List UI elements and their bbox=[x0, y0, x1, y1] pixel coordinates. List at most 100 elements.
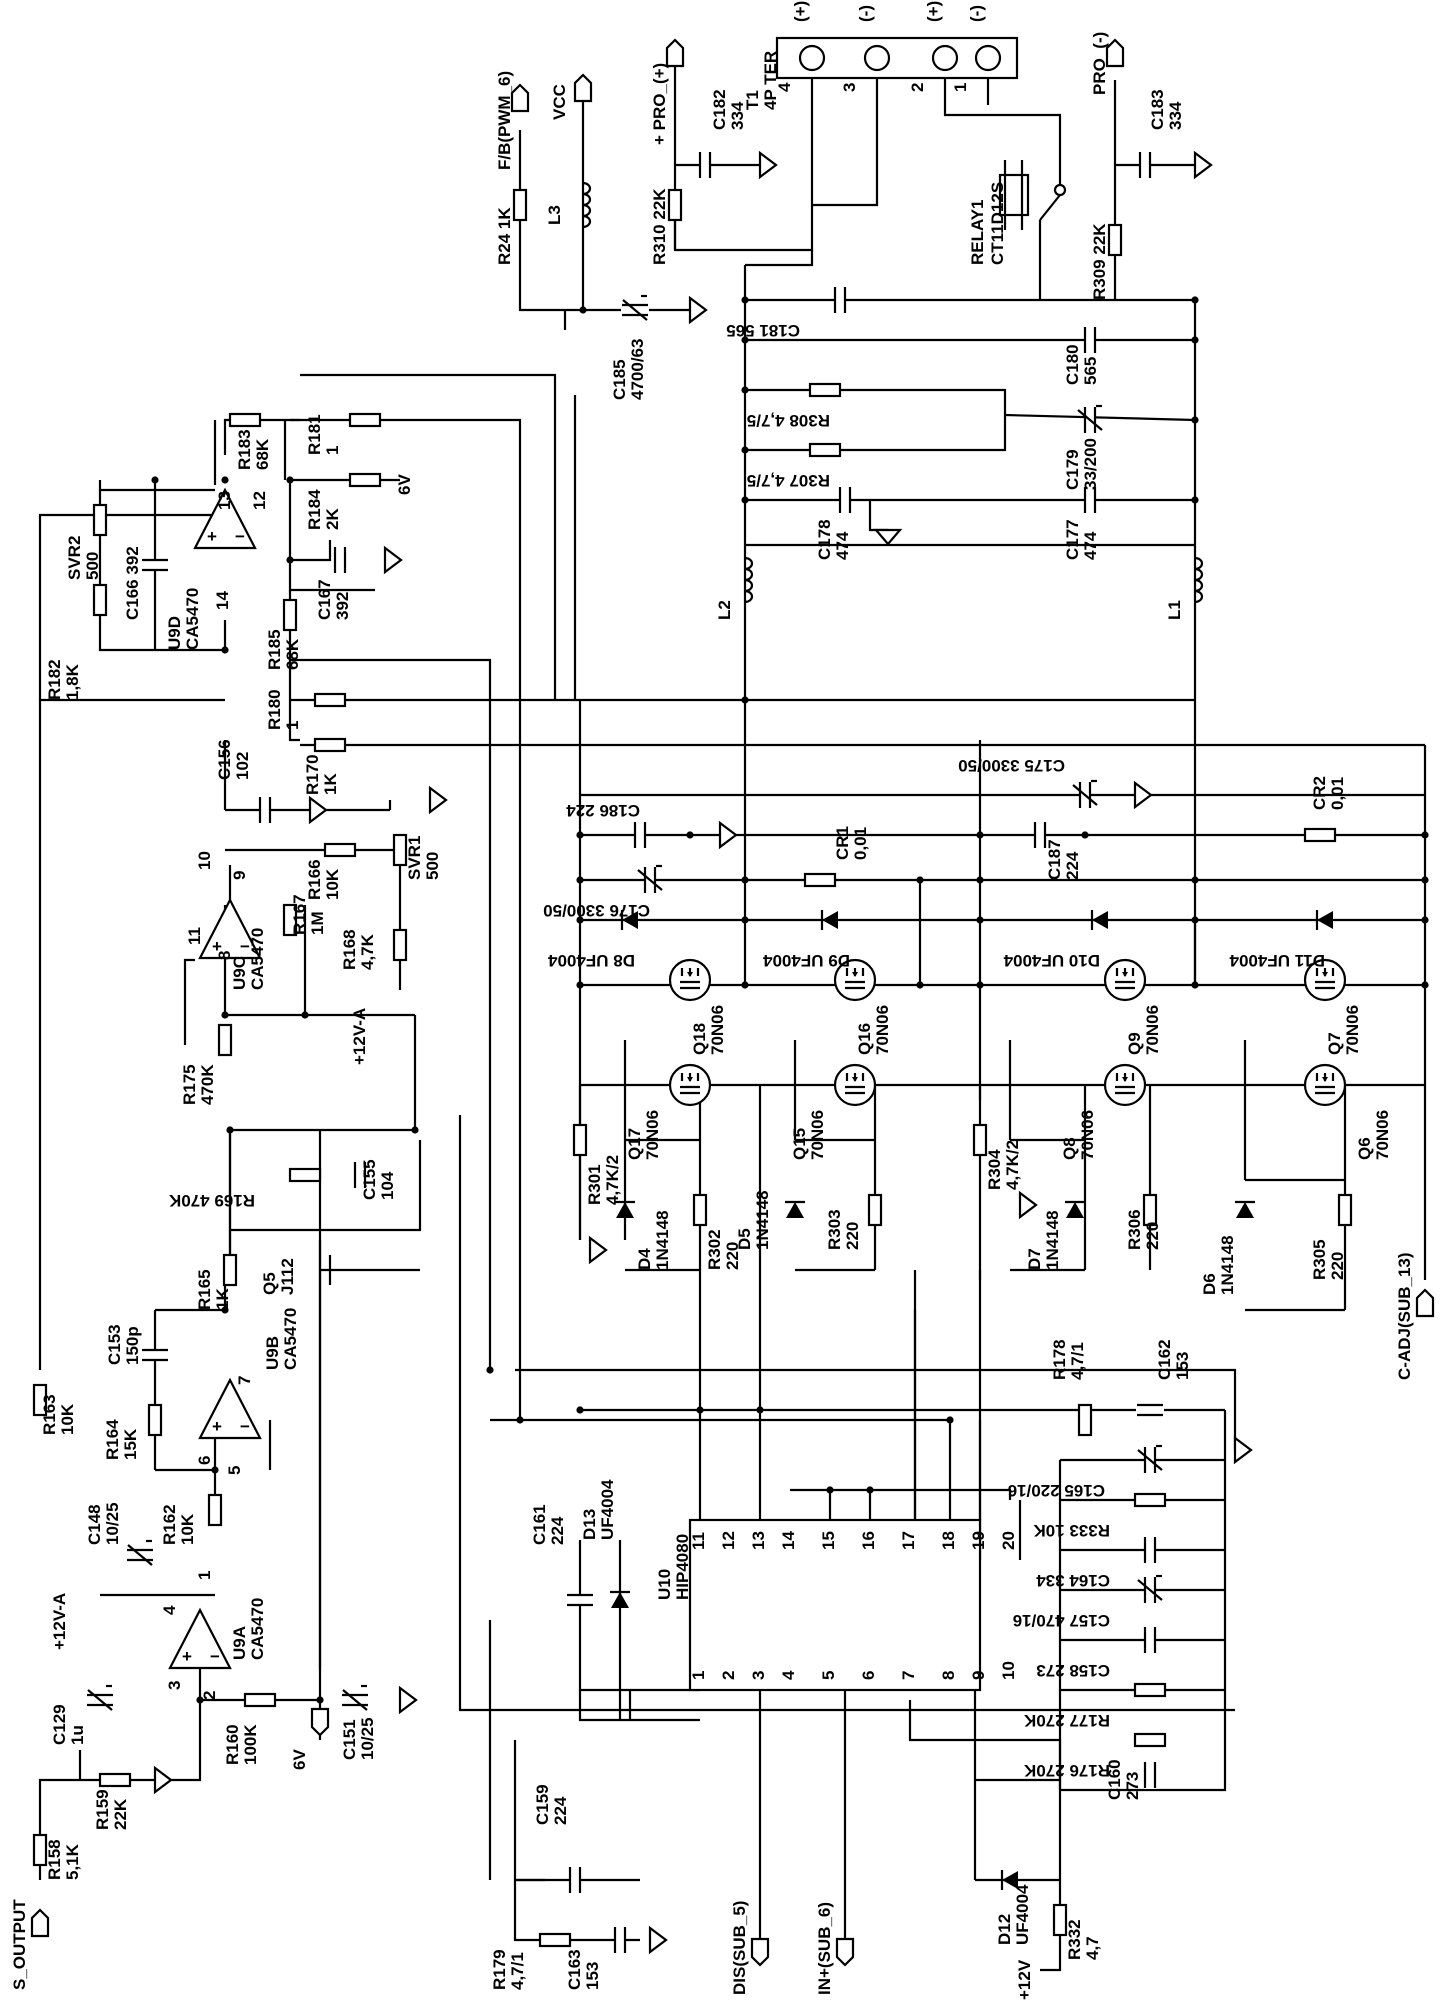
ref-c180: C180 bbox=[1063, 344, 1082, 385]
ref-c187: C187 bbox=[1045, 839, 1064, 880]
value-c159: 224 bbox=[551, 1796, 570, 1825]
capacitor-c164 bbox=[1143, 1536, 1157, 1564]
value-r185: 68K bbox=[283, 638, 302, 670]
value-c129: 1u bbox=[68, 1725, 87, 1745]
value-q5: J112 bbox=[278, 1258, 297, 1295]
ref-d6: D6 bbox=[1200, 1273, 1219, 1295]
ref-r304: R304 bbox=[985, 1149, 1004, 1190]
port-in_plus bbox=[835, 1937, 855, 1967]
wire bbox=[812, 62, 879, 207]
ic-ref-u9b: U9B bbox=[263, 1336, 282, 1370]
resistor-r301 bbox=[572, 1123, 588, 1157]
capacitor-c153 bbox=[141, 1348, 169, 1362]
junction-dot bbox=[1081, 831, 1089, 839]
pin: 9 bbox=[230, 871, 249, 880]
value-r302: 220 bbox=[723, 1242, 742, 1270]
ref-q17: Q17 bbox=[625, 1128, 644, 1160]
ref-r302: R302 bbox=[705, 1229, 724, 1270]
ref-c129: C129 bbox=[50, 1704, 69, 1745]
pin: 3 bbox=[165, 1681, 184, 1690]
ref-svr1: SVR1 bbox=[405, 836, 424, 880]
wire bbox=[223, 418, 300, 455]
wire bbox=[515, 1368, 1237, 1450]
ref-r181: R181 bbox=[305, 414, 324, 455]
wire bbox=[745, 388, 1007, 452]
junction-dot bbox=[316, 1696, 324, 1704]
ref-r165: R165 bbox=[195, 1269, 214, 1310]
ref-r307: R307 4,7/5 bbox=[747, 471, 830, 490]
value-c153: 150p bbox=[123, 1326, 142, 1365]
value-c167: 392 bbox=[333, 592, 352, 620]
resistor-r167 bbox=[282, 903, 298, 937]
ic-pin: 2 bbox=[719, 1671, 738, 1680]
inductor-l1 bbox=[1194, 556, 1204, 604]
resistor-r181 bbox=[348, 412, 382, 428]
capacitor-c177 bbox=[1083, 486, 1097, 514]
value-c148: 10/25 bbox=[103, 1502, 122, 1545]
port-six_v bbox=[310, 1707, 330, 1737]
junction-dot bbox=[756, 1406, 764, 1414]
diode-d5 bbox=[785, 1200, 805, 1218]
capacitor-c181 bbox=[833, 286, 847, 314]
capacitor-c187 bbox=[1033, 821, 1047, 849]
value-r332: 4,7 bbox=[1083, 1936, 1102, 1960]
ic-pin: 4 bbox=[779, 1670, 798, 1680]
resistor-r165 bbox=[222, 1253, 238, 1287]
value-c187: 224 bbox=[1063, 851, 1082, 880]
value-c183: 334 bbox=[1166, 101, 1185, 130]
value-q8: 70N06 bbox=[1078, 1110, 1097, 1160]
jfet-q5 bbox=[318, 1250, 420, 1290]
wire bbox=[38, 513, 215, 700]
value-q9: 70N06 bbox=[1143, 1005, 1162, 1055]
ref-c167: C167 bbox=[315, 579, 334, 620]
ref-r162: R162 bbox=[160, 1504, 179, 1545]
value-c178: 474 bbox=[833, 531, 852, 560]
net-vcc: VCC bbox=[550, 84, 569, 120]
value-d6: 1N4148 bbox=[1218, 1235, 1237, 1295]
ref-c162: C162 bbox=[1155, 1339, 1174, 1380]
junction-dot bbox=[976, 981, 984, 989]
electrolytic-c176 bbox=[637, 864, 663, 894]
ic-pin: 18 bbox=[939, 1531, 958, 1550]
ref-r24: R24 1K bbox=[495, 207, 514, 265]
net-in_plus: IN+(SUB_6) bbox=[815, 1902, 834, 1995]
junction-dot bbox=[576, 876, 584, 884]
ref-q5: Q5 bbox=[260, 1272, 279, 1295]
net-6v-small: 6V bbox=[395, 474, 414, 495]
junction-dot bbox=[211, 1466, 219, 1474]
diode-d8 bbox=[620, 910, 638, 930]
mosfet-q15 bbox=[833, 1063, 877, 1107]
value-c156: 102 bbox=[233, 752, 252, 780]
opamp-u9d bbox=[193, 487, 257, 550]
value-r170: 1K bbox=[321, 773, 340, 795]
value-r182: 1,8K bbox=[63, 663, 82, 700]
component-layer bbox=[30, 36, 1435, 1967]
junction-dot bbox=[916, 876, 924, 884]
ic-pin: 14 bbox=[779, 1531, 798, 1550]
junction-dot bbox=[826, 1486, 834, 1494]
junction-dot bbox=[1191, 981, 1199, 989]
value-svr2: 500 bbox=[83, 552, 102, 580]
mosfet-q9 bbox=[1103, 958, 1147, 1002]
ref-c153: C153 bbox=[105, 1324, 124, 1365]
wire bbox=[288, 658, 492, 1370]
ground-symbol bbox=[588, 1235, 608, 1265]
ref-r308: R308 4,7/5 bbox=[747, 411, 830, 430]
opamp-u9a bbox=[168, 1607, 232, 1670]
resistor-r304 bbox=[972, 1123, 988, 1157]
ref-r303: R303 bbox=[825, 1209, 844, 1250]
pin: 5 bbox=[225, 1466, 244, 1475]
junction-dot bbox=[741, 876, 749, 884]
port-s_output bbox=[30, 1908, 50, 1938]
junction-dot bbox=[486, 1366, 494, 1374]
ref-d9: D9 UF4004 bbox=[763, 951, 850, 970]
ground-symbol bbox=[1133, 780, 1153, 810]
ref-r310: R310 22K bbox=[650, 188, 669, 265]
diode-d4 bbox=[615, 1200, 635, 1218]
net-12va: +12V-A bbox=[50, 1593, 69, 1650]
ref-cr2: CR2 bbox=[1310, 776, 1329, 810]
diode-d10 bbox=[1090, 910, 1108, 930]
wire bbox=[1060, 1410, 1227, 1792]
value-r181: 1 bbox=[323, 446, 342, 455]
capacitor-c158 bbox=[1143, 1626, 1157, 1654]
